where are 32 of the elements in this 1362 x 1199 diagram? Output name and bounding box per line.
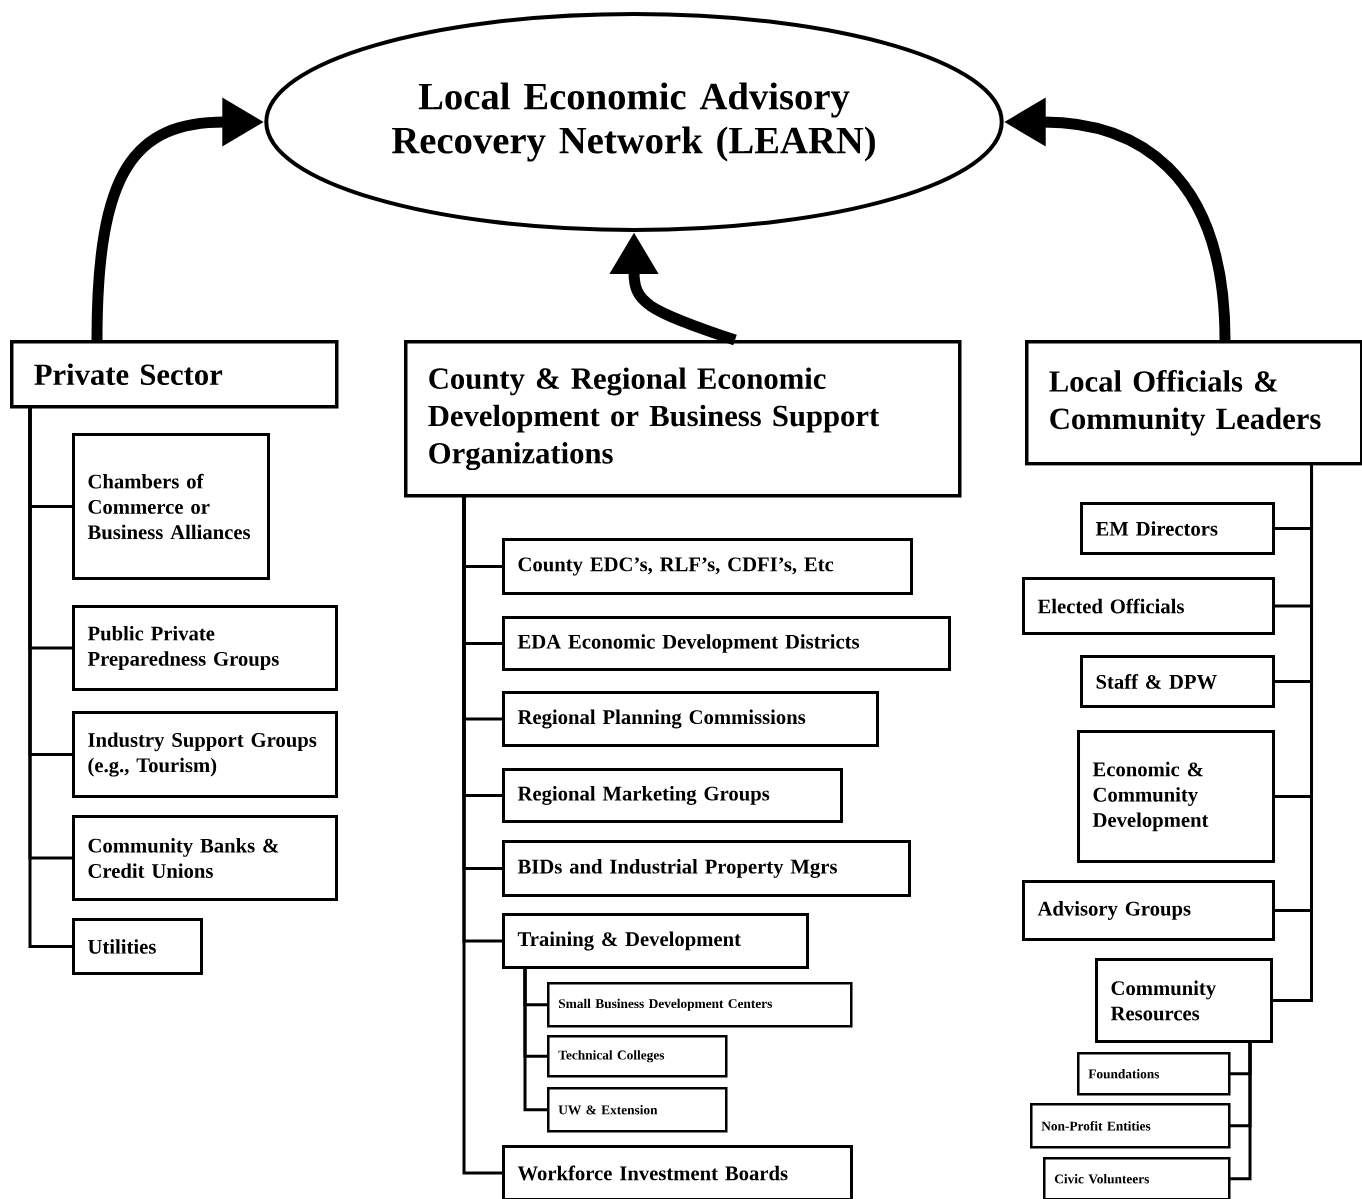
item-box: BIDs and Industrial Property Mgrs (502, 840, 911, 897)
item-box: Industry Support Groups (e.g., Tourism) (72, 711, 338, 798)
subitem-box: Non-Profit Entities (1030, 1103, 1231, 1149)
item-box: Advisory Groups (1022, 880, 1275, 941)
subitem-box: Foundations (1077, 1052, 1231, 1096)
connector-line (1271, 464, 1313, 1002)
category-box: Private Sector (10, 340, 339, 409)
category-box: County & Regional Economic Development or Business Support Organizations (404, 340, 962, 498)
item-box: Regional Planning Commissions (502, 691, 879, 747)
item-box: County EDC’s, RLF’s, CDFI’s, Etc (502, 538, 913, 595)
subitem-box: Civic Volunteers (1043, 1157, 1231, 1199)
connector-line (523, 967, 549, 1112)
item-box: EDA Economic Development Districts (502, 616, 951, 671)
subitem-box: Small Business Development Centers (547, 982, 853, 1028)
item-box: EM Directors (1080, 502, 1275, 555)
item-box: Public Private Preparedness Groups (72, 605, 338, 691)
connector-line (462, 496, 504, 1175)
subitem-box: UW & Extension (547, 1087, 728, 1133)
item-box: Staff & DPW (1080, 655, 1275, 708)
item-box: Workforce Investment Boards (502, 1145, 853, 1199)
subitem-box: Technical Colleges (547, 1035, 728, 1078)
item-box: Community Resources (1095, 958, 1273, 1043)
item-box: Community Banks & Credit Unions (72, 815, 338, 901)
item-box: Regional Marketing Groups (502, 768, 843, 823)
item-box: Chambers of Commerce or Business Alliances (72, 433, 270, 580)
item-box: Elected Officials (1022, 577, 1275, 635)
item-box: Training & Development (502, 913, 809, 969)
category-box: Local Officials & Community Leaders (1025, 340, 1362, 466)
connector-line (28, 407, 74, 948)
item-box: Economic & Community Development (1077, 730, 1275, 863)
item-box: Utilities (72, 918, 203, 975)
connector-line (1229, 1041, 1252, 1181)
